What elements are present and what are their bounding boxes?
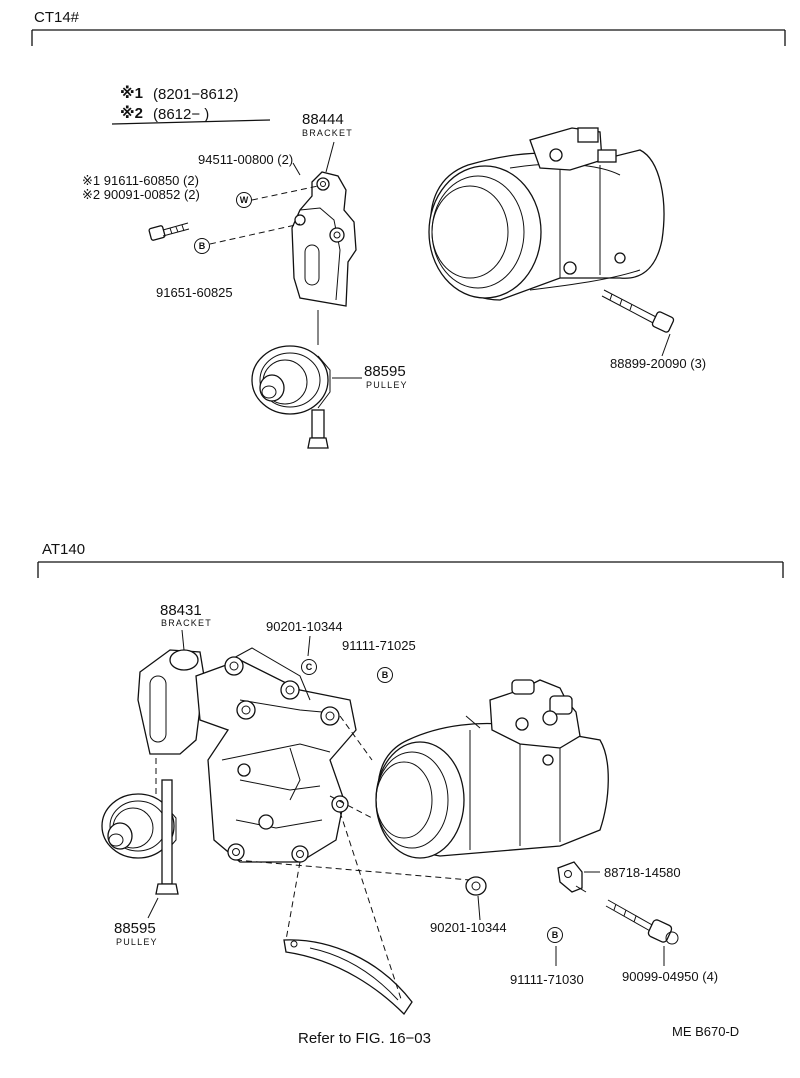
washer-w-mark: W [236, 192, 252, 208]
bottom-bracket-name: BRACKET [161, 618, 212, 628]
bolt-91611-drawing [148, 222, 190, 241]
top-bolt1-label: ※1 91611-60850 (2) [82, 173, 199, 188]
bottom-section-frame [37, 561, 784, 578]
legend-mark-2: ※2 [120, 105, 143, 122]
top-bracket-name: BRACKET [302, 128, 353, 138]
nut-90201-bottom-drawing [465, 876, 487, 896]
bottom-bracket-number: 88431 [160, 602, 202, 619]
refer-figure-note: Refer to FIG. 16−03 [298, 1030, 431, 1047]
compressor-top-drawing [428, 127, 665, 301]
top-section-frame [31, 29, 786, 46]
pulley-88595-bottom-drawing [101, 779, 179, 895]
support-strap-drawing [283, 939, 413, 1016]
bolt-b-mark-bottom-2: B [547, 927, 563, 943]
bolt-b-mark-top: B [194, 238, 210, 254]
bolt-90099-drawing [605, 899, 679, 945]
bottom-compressor-bolt-label: 90099-04950 (4) [622, 969, 719, 984]
compressor-bottom-drawing [375, 679, 609, 859]
legend-range-2: (8612− ) [153, 106, 210, 123]
nut-c-mark: C [301, 659, 317, 675]
diagram-code: ME B670-D [672, 1024, 740, 1039]
bottom-pulley-name: PULLEY [116, 937, 158, 947]
legend-mark-1: ※1 [120, 85, 143, 102]
bolt-88899-drawing [601, 289, 675, 333]
top-bolt2-label: ※2 90091-00852 (2) [82, 187, 200, 202]
bottom-clamp-label: 88718-14580 [604, 865, 681, 880]
bolt-b-mark-bottom-1: B [377, 667, 393, 683]
clamp-88718-drawing [557, 861, 587, 893]
bottom-bolt2-label: 91111-71030 [510, 972, 584, 987]
bottom-nut1-label: 90201-10344 [266, 619, 343, 634]
section-title-top: CT14# [34, 9, 80, 26]
top-bracket-number: 88444 [302, 111, 344, 128]
bottom-nut2-label: 90201-10344 [430, 920, 507, 935]
legend-range-1: (8201−8612) [153, 86, 239, 103]
top-pulley-name: PULLEY [366, 380, 408, 390]
legend-divider [111, 119, 271, 125]
top-washer-label: 94511-00800 (2) [198, 152, 294, 167]
bottom-pulley-number: 88595 [114, 920, 156, 937]
bracket-88444-drawing [291, 171, 357, 307]
section-title-bottom: AT140 [42, 541, 86, 558]
bracket-88431-drawing [137, 647, 357, 863]
pulley-88595-top-drawing [251, 330, 331, 449]
top-bolt-b-label: 91651-60825 [156, 285, 233, 300]
bottom-bolt1-label: 91111-71025 [342, 638, 416, 653]
top-compressor-bolt-label: 88899-20090 (3) [610, 356, 707, 371]
top-pulley-number: 88595 [364, 363, 406, 380]
